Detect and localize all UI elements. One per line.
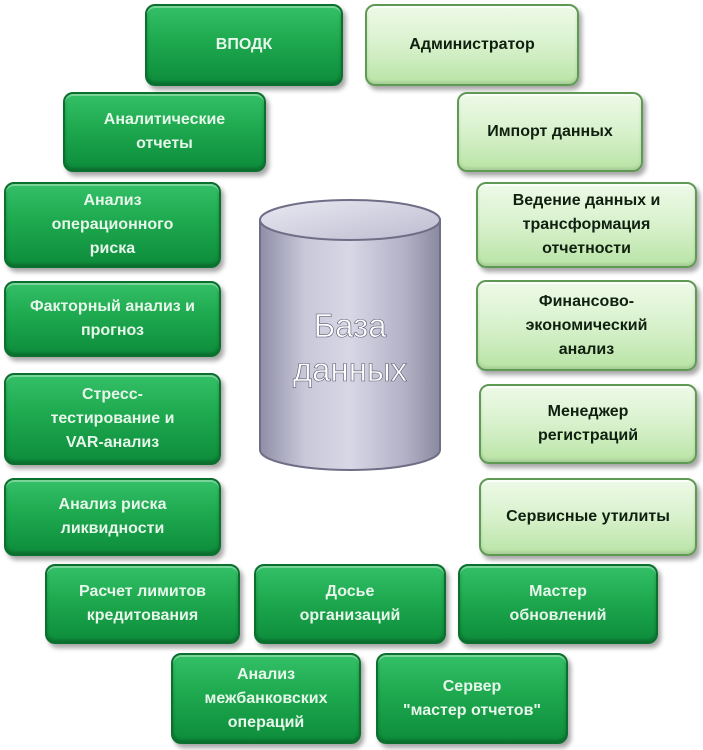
module-organization-dossier-label: Досье организаций bbox=[299, 583, 401, 624]
module-data-import-label: Импорт данных bbox=[487, 123, 613, 140]
module-financial-economic[interactable]: Финансово- экономический анализ bbox=[476, 280, 697, 371]
database-cylinder: База данных bbox=[259, 199, 441, 471]
module-registration-manager-label: Менеджер регистраций bbox=[537, 403, 639, 444]
module-credit-limits[interactable]: Расчет лимитов кредитования bbox=[45, 564, 240, 644]
module-registration-manager[interactable]: Менеджер регистраций bbox=[479, 384, 697, 464]
module-interbank-analysis-label: Анализ межбанковских операций bbox=[204, 665, 328, 731]
module-administrator[interactable]: Администратор bbox=[365, 4, 579, 86]
module-report-server-label: Сервер "мастер отчетов" bbox=[403, 677, 541, 719]
module-stress-testing-label: Стресс- тестирование и VAR-анализ bbox=[50, 386, 175, 451]
module-factor-analysis-label: Факторный анализ и прогноз bbox=[29, 298, 196, 339]
module-data-transformation[interactable]: Ведение данных и трансформация отчетност… bbox=[476, 182, 697, 268]
module-interbank-analysis[interactable]: Анализ межбанковских операций bbox=[171, 653, 361, 744]
module-financial-economic-label: Финансово- экономический анализ bbox=[525, 292, 648, 358]
module-update-wizard[interactable]: Мастер обновлений bbox=[458, 564, 658, 644]
module-vpodk[interactable]: ВПОДК bbox=[145, 4, 343, 86]
module-data-transformation-label: Ведение данных и трансформация отчетност… bbox=[512, 192, 661, 257]
database-label-line1: База bbox=[313, 307, 387, 344]
database-label-line2: данных bbox=[293, 351, 408, 388]
module-liquidity-risk-label: Анализ риска ликвидности bbox=[58, 496, 167, 537]
module-service-utilities[interactable]: Сервисные утилиты bbox=[479, 478, 697, 556]
module-data-import[interactable]: Импорт данных bbox=[457, 92, 643, 172]
module-operational-risk[interactable]: Анализ операционного риска bbox=[4, 182, 221, 268]
module-analytic-reports-label: Аналитические отчеты bbox=[103, 111, 226, 152]
module-service-utilities-label: Сервисные утилиты bbox=[506, 508, 670, 525]
module-organization-dossier[interactable]: Досье организаций bbox=[254, 564, 446, 644]
module-analytic-reports[interactable]: Аналитические отчеты bbox=[63, 92, 266, 172]
module-factor-analysis[interactable]: Факторный анализ и прогноз bbox=[4, 281, 221, 357]
module-administrator-label: Администратор bbox=[409, 36, 535, 53]
module-report-server[interactable]: Сервер "мастер отчетов" bbox=[376, 653, 568, 744]
module-operational-risk-label: Анализ операционного риска bbox=[51, 192, 174, 257]
module-liquidity-risk[interactable]: Анализ риска ликвидности bbox=[4, 478, 221, 556]
module-stress-testing[interactable]: Стресс- тестирование и VAR-анализ bbox=[4, 373, 221, 465]
module-update-wizard-label: Мастер обновлений bbox=[509, 583, 607, 624]
module-credit-limits-label: Расчет лимитов кредитования bbox=[78, 583, 206, 624]
module-vpodk-label: ВПОДК bbox=[215, 36, 273, 53]
